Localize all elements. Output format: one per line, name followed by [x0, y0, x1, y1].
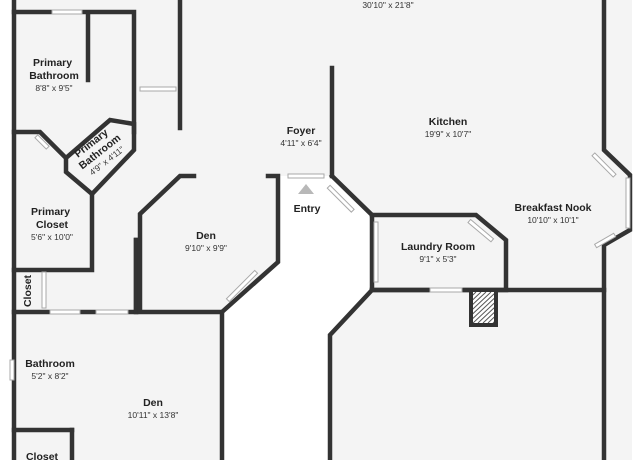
- chimney-hatch: [473, 292, 492, 310]
- kitchen-dims: 19'9" x 10'7": [425, 129, 472, 139]
- primary-bathroom-dims: 8'8" x 9'5": [35, 83, 72, 93]
- chimney-hatch: [482, 311, 494, 323]
- primary-bathroom-name: Primary Bathroom: [29, 57, 79, 82]
- foyer-dims: 4'11" x 6'4": [280, 138, 321, 148]
- windows: [9, 9, 631, 381]
- chimney-hatch: [487, 316, 494, 323]
- entry-corridor: [222, 176, 372, 460]
- chimney-hatch: [473, 302, 494, 323]
- den-upper-name: Den: [196, 230, 216, 242]
- chimney-hatch: [473, 297, 494, 319]
- den-lower-name: Den: [143, 397, 163, 409]
- entry-marker-icon: [298, 184, 314, 194]
- laundry-room-dims: 9'1" x 5'3": [419, 254, 456, 264]
- kitchen-name: Kitchen: [429, 116, 468, 128]
- closet-side-name: Closet: [22, 274, 34, 307]
- bathroom-dims: 5'2" x 8'2": [31, 371, 68, 381]
- chimney-hatch: [473, 292, 487, 305]
- chimney-hatch: [473, 292, 482, 301]
- primary-closet-name: Primary Closet: [31, 206, 73, 231]
- breakfast-nook-dims: 10'10" x 10'1": [527, 215, 578, 225]
- bathroom-name: Bathroom: [25, 358, 75, 370]
- primary-closet-dims: 5'6" x 10'0": [31, 232, 73, 242]
- closet-bottom-name: Closet: [26, 451, 59, 460]
- top-room-dims: 30'10" x 21'8": [362, 0, 413, 10]
- breakfast-nook-name: Breakfast Nook: [514, 202, 591, 214]
- chimney-hatch: [477, 307, 494, 323]
- den-lower-dims: 10'11" x 13'8": [128, 410, 179, 420]
- entry-name: Entry: [294, 203, 321, 215]
- den-upper-dims: 9'10" x 9'9": [185, 243, 227, 253]
- foyer-name: Foyer: [287, 125, 316, 137]
- laundry-room-name: Laundry Room: [401, 241, 475, 253]
- chimney-hatch: [473, 293, 494, 315]
